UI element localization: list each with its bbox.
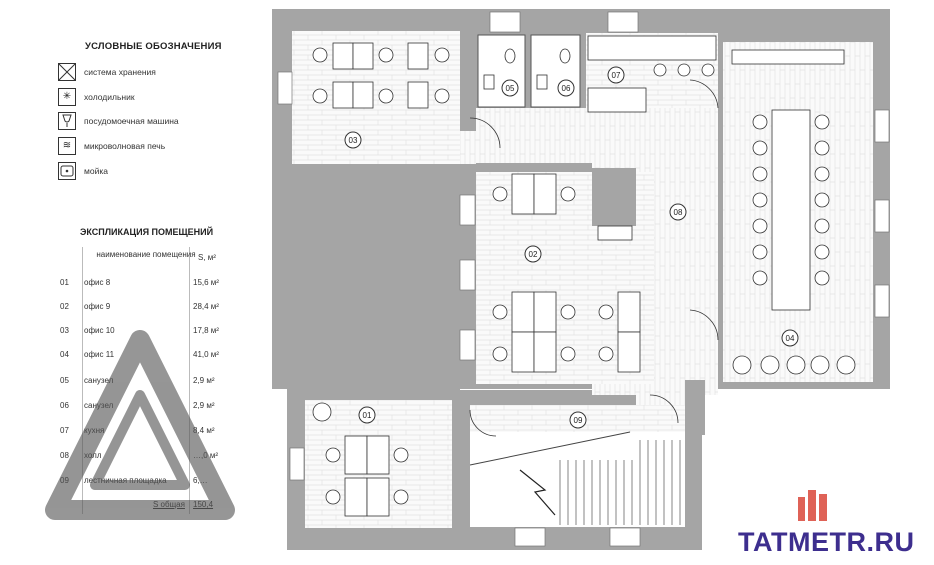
legend-item-sink: мойка [58,161,108,181]
room-name: офис 9 [84,302,111,311]
table-divider [82,247,83,514]
room-label: 03 [349,136,358,145]
legend-item-fridge: ✳ холодильник [58,87,135,107]
room-area: 15,6 м² [193,278,219,287]
storage-icon [58,63,76,81]
desks-office-02 [492,173,641,373]
explication-title: ЭКСПЛИКАЦИЯ ПОМЕЩЕНИЙ [80,227,214,237]
room-number: 08 [60,451,69,460]
room-labels: 03 05 06 07 08 02 04 01 09 [344,66,799,429]
toilets [483,48,571,90]
legend-item-storage: система хранения [58,62,156,82]
room-name: офис 8 [84,278,111,287]
room-label: 05 [506,84,515,93]
room-label: 09 [574,416,583,425]
stairwell [469,431,685,527]
fridge-icon: ✳ [58,88,76,106]
legend-label: мойка [84,166,108,176]
table-divider [189,247,190,514]
room-name: санузел [84,376,114,385]
legend-title: УСЛОВНЫЕ ОБОЗНАЧЕНИЯ [85,41,222,52]
windows [277,11,890,547]
legend-label: микроволновая печь [84,141,166,151]
room-area: 2,9 м² [193,401,215,410]
desks-office-01 [312,402,409,517]
legend-item-microwave: ≋ микроволновая печь [58,136,165,156]
table-row: 03 офис 10 17,8 м² [60,326,235,340]
table-row: 02 офис 9 28,4 м² [60,302,235,316]
room-name: офис 11 [84,350,115,359]
table-row: 05 санузел 2,9 м² [60,376,235,390]
legend-label: система хранения [84,67,156,77]
room-label: 08 [674,208,683,217]
conference-table [731,49,856,375]
room-number: 03 [60,326,69,335]
column-header-name: наименование помещения [96,250,196,259]
room-area: 28,4 м² [193,302,219,311]
table-row: 04 офис 11 41,0 м² [60,350,235,364]
desks-office-03 [312,42,450,109]
table-row: 01 офис 8 15,6 м² [60,278,235,292]
kitchen-furniture [587,35,717,113]
room-label: 04 [786,334,795,343]
room-area: 17,8 м² [193,326,219,335]
room-name: офис 10 [84,326,115,335]
room-area: 8,4 м² [193,426,215,435]
room-area: 41,0 м² [193,350,219,359]
room-number: 02 [60,302,69,311]
room-label: 06 [562,84,571,93]
room-number: 06 [60,401,69,410]
room-05 [477,34,526,108]
watermark-logo [45,330,235,520]
room-number: 05 [60,376,69,385]
room-number: 04 [60,350,69,359]
legend-label: посудомоечная машина [84,116,179,126]
column-header-area: S, м² [198,253,216,262]
tatmetr-logo [798,490,827,521]
sink-icon [58,162,76,180]
dishwasher-icon [58,112,76,130]
watermark-text: TATMETR.RU [738,527,915,557]
room-label: 02 [529,250,538,259]
room-area: 2,9 м² [193,376,215,385]
microwave-icon: ≋ [58,137,76,155]
room-number: 01 [60,278,69,287]
room-label: 07 [612,71,621,80]
room-06 [530,34,581,108]
room-label: 01 [363,411,372,420]
legend-label: холодильник [84,92,135,102]
doors [469,79,719,437]
room-number: 07 [60,426,69,435]
legend-item-dishwasher: посудомоечная машина [58,111,179,131]
